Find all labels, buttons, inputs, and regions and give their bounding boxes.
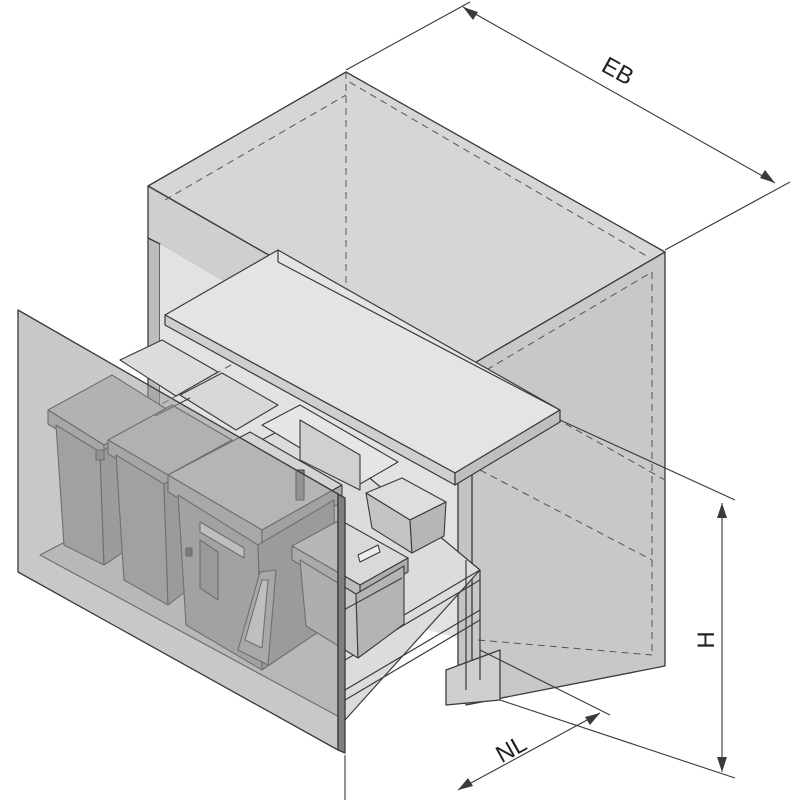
dimension-arrowheads <box>458 7 775 790</box>
dimension-label-h: H <box>693 631 720 648</box>
bin-small-side <box>365 477 447 554</box>
drawer-front-edge <box>337 493 346 754</box>
shelf <box>164 249 561 486</box>
bin-lid-back-left <box>119 339 219 397</box>
dimension-label-nl: NL <box>491 730 531 768</box>
dimension-label-eb: EB <box>597 52 638 91</box>
bin-lid-back-middle <box>179 372 279 431</box>
drawer-front <box>17 309 346 754</box>
dimension-lines <box>344 1 791 800</box>
eb-dimension-line <box>462 6 776 184</box>
nl-dimension-line <box>457 712 601 791</box>
shelf-right-lip <box>454 409 561 486</box>
